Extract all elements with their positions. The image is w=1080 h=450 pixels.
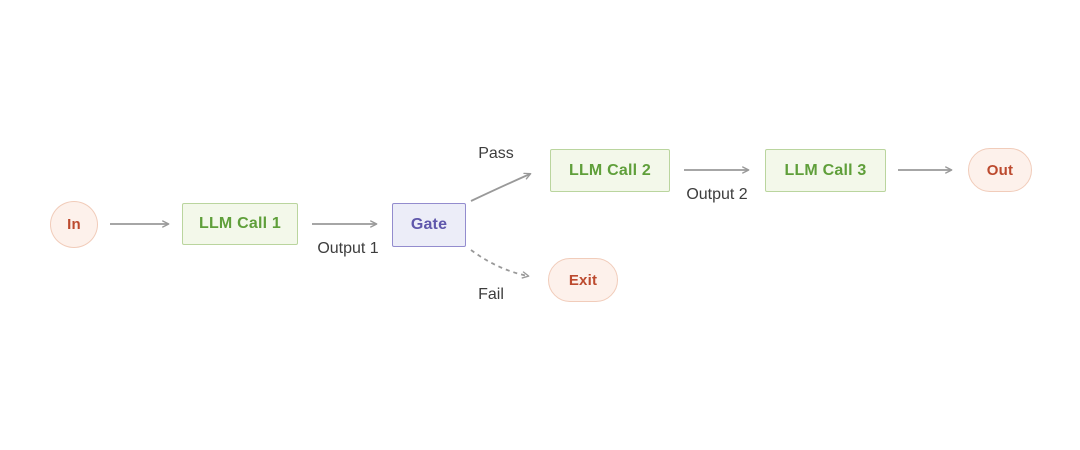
node-out-label: Out bbox=[986, 161, 1014, 179]
node-llm-call-1-label: LLM Call 1 bbox=[198, 215, 281, 232]
node-llm-call-1: LLM Call 1 bbox=[182, 203, 298, 245]
edge-label-fail: Fail bbox=[478, 286, 504, 303]
edge-gate-exit-fail bbox=[470, 249, 530, 279]
node-llm-call-3-label: LLM Call 3 bbox=[784, 161, 867, 179]
node-llm-call-2: LLM Call 2 bbox=[550, 149, 670, 192]
node-exit: Exit bbox=[548, 258, 618, 302]
node-gate: Gate bbox=[392, 203, 466, 247]
node-in: In bbox=[50, 201, 98, 248]
node-in-label: In bbox=[67, 216, 81, 233]
node-llm-call-2-label: LLM Call 2 bbox=[568, 161, 651, 179]
node-llm-call-3: LLM Call 3 bbox=[765, 149, 886, 192]
node-out: Out bbox=[968, 148, 1032, 192]
edge-gate-llm2-pass bbox=[470, 172, 532, 202]
edge-label-output-2: Output 2 bbox=[686, 186, 748, 203]
node-gate-label: Gate bbox=[410, 216, 448, 233]
edge-label-pass: Pass bbox=[478, 145, 514, 162]
edge-label-output-1: Output 1 bbox=[317, 240, 379, 257]
node-exit-label: Exit bbox=[568, 271, 598, 289]
